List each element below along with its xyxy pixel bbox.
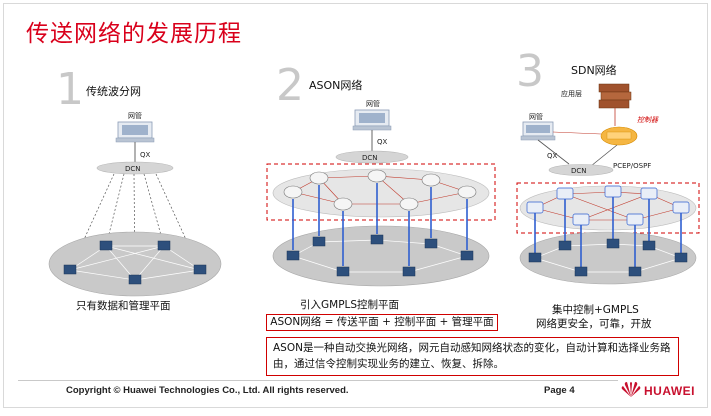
- nms-label: 网管: [128, 111, 142, 120]
- footer-divider: [18, 380, 618, 381]
- nms-label: 网管: [366, 99, 380, 108]
- control-transport-arrows: [292, 183, 468, 266]
- ne-node-icon: [528, 252, 542, 263]
- dcn-cloud-icon: [335, 150, 409, 164]
- control-node-icon: [672, 201, 690, 214]
- control-node-icon: [604, 185, 622, 198]
- ne-node-icon: [606, 238, 620, 249]
- control-node-icon: [399, 197, 419, 211]
- section-2-caption: 引入GMPLS控制平面: [300, 299, 400, 311]
- control-node-icon: [526, 201, 544, 214]
- control-plane-box: [266, 163, 496, 221]
- ne-node-icon: [558, 240, 572, 251]
- ne-node-icon: [336, 266, 350, 277]
- app-layer-label: 应用层: [561, 89, 582, 98]
- ne-node-icon: [574, 266, 588, 277]
- ne-node-icon: [286, 250, 300, 261]
- control-node-icon: [572, 213, 590, 226]
- section-1-number: 1: [56, 64, 84, 115]
- control-node-icon: [640, 187, 658, 200]
- dcn-cloud-icon: [96, 161, 174, 175]
- control-node-icon: [367, 169, 387, 183]
- sdn-diagram: 应用层 控制器 网管 QX DCN PCEP/OSPF: [516, 83, 700, 285]
- transport-network-ellipse: [48, 231, 222, 297]
- section-3-caption-line1: 集中控制+GMPLS: [552, 304, 639, 316]
- nms-server-icon: [520, 121, 556, 141]
- ne-node-icon: [460, 250, 474, 261]
- section-3-heading: SDN网络: [571, 64, 617, 77]
- ne-node-icon: [157, 240, 171, 251]
- ne-nodes: [528, 238, 688, 277]
- dcn-label: DCN: [362, 154, 378, 162]
- ne-node-icon: [674, 252, 688, 263]
- controller-label: 控制器: [637, 116, 659, 124]
- slide: 传送网络的发展历程 1 传统波分网 网管 QX DCN: [3, 3, 708, 408]
- ne-node-icon: [370, 234, 384, 245]
- controller-icon: [600, 126, 638, 146]
- qx-label: QX: [377, 138, 388, 146]
- section-2-heading: ASON网络: [309, 79, 363, 92]
- traditional-wdm-diagram: 网管 QX DCN: [48, 111, 222, 297]
- nms-server-icon: [352, 109, 392, 131]
- control-transport-arrows: [534, 197, 682, 267]
- ne-node-icon: [193, 264, 207, 275]
- ne-node-icon: [128, 274, 142, 285]
- ason-equation: ASON网络 = 传送平面 + 控制平面 + 管理平面: [266, 314, 498, 331]
- section-2-number: 2: [276, 60, 304, 111]
- huawei-logo-icon: [621, 382, 641, 397]
- dcn-cloud-icon: [548, 164, 614, 176]
- ne-node-icon: [642, 240, 656, 251]
- ne-node-icon: [312, 236, 326, 247]
- section-3-caption-line2: 网络更安全，可靠，开放: [536, 318, 652, 330]
- ne-node-icon: [99, 240, 113, 251]
- control-node-icon: [309, 171, 329, 185]
- ne-node-icon: [424, 238, 438, 249]
- qx-label: QX: [547, 152, 558, 160]
- control-node-icon: [626, 213, 644, 226]
- control-nodes: [526, 185, 690, 226]
- ne-node-icon: [63, 264, 77, 275]
- control-node-icon: [283, 185, 303, 199]
- control-node-icon: [421, 173, 441, 187]
- ason-diagram: 网管 QX DCN: [266, 99, 496, 287]
- control-node-icon: [457, 185, 477, 199]
- qx-label: QX: [140, 151, 151, 159]
- control-nodes: [283, 169, 477, 211]
- ne-nodes: [286, 234, 474, 277]
- ne-node-icon: [628, 266, 642, 277]
- nms-label: 网管: [529, 112, 543, 121]
- slide-title: 传送网络的发展历程: [26, 21, 242, 47]
- dcn-label: DCN: [571, 167, 587, 175]
- ne-nodes: [63, 240, 207, 285]
- footer-copyright: Copyright © Huawei Technologies Co., Ltd…: [66, 385, 349, 396]
- dcn-label: DCN: [125, 165, 141, 173]
- protocol-label: PCEP/OSPF: [613, 162, 651, 170]
- control-node-icon: [556, 187, 574, 200]
- section-3-number: 3: [516, 46, 544, 97]
- huawei-brand: HUAWEI: [644, 384, 695, 398]
- section-1-heading: 传统波分网: [86, 85, 141, 98]
- footer-page: Page 4: [544, 385, 575, 396]
- control-node-icon: [333, 197, 353, 211]
- nms-server-icon: [115, 121, 155, 143]
- ne-node-icon: [402, 266, 416, 277]
- ason-description: ASON是一种自动交换光网络，网元自动感知网络状态的变化，自动计算和选择业务路由…: [266, 337, 679, 376]
- section-1-caption: 只有数据和管理平面: [76, 300, 171, 312]
- app-layer-icon: [598, 83, 632, 109]
